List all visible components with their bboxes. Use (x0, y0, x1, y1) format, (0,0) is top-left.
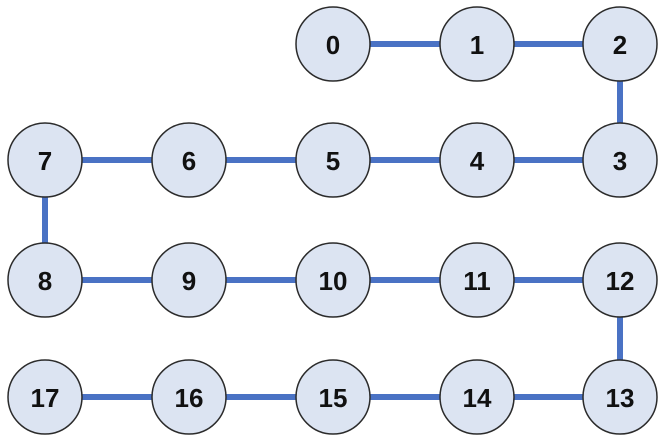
node-10: 10 (295, 242, 371, 318)
node-circle (151, 242, 227, 318)
node-circle (439, 242, 515, 318)
node-label: 0 (326, 30, 340, 60)
node-circle (582, 242, 658, 318)
node-circle (582, 359, 658, 435)
node-2: 2 (582, 6, 658, 82)
node-label: 11 (463, 266, 491, 296)
node-7: 7 (7, 122, 83, 198)
node-label: 1 (470, 30, 484, 60)
node-label: 6 (182, 146, 196, 176)
node-label: 17 (31, 383, 60, 413)
node-label: 7 (38, 146, 52, 176)
edges-layer (42, 41, 623, 400)
node-3: 3 (582, 122, 658, 198)
node-circle (151, 122, 227, 198)
node-circle (295, 122, 371, 198)
node-5: 5 (295, 122, 371, 198)
node-15: 15 (295, 359, 371, 435)
node-circle (295, 6, 371, 82)
node-8: 8 (7, 242, 83, 318)
node-circle (7, 242, 83, 318)
node-17: 17 (7, 359, 83, 435)
node-label: 3 (613, 146, 627, 176)
node-13: 13 (582, 359, 658, 435)
node-label: 8 (38, 266, 52, 296)
node-label: 12 (606, 266, 635, 296)
node-circle (295, 359, 371, 435)
node-label: 13 (606, 383, 635, 413)
node-11: 11 (439, 242, 515, 318)
node-12: 12 (582, 242, 658, 318)
node-label: 16 (175, 383, 204, 413)
node-0: 0 (295, 6, 371, 82)
node-label: 4 (470, 146, 485, 176)
node-circle (439, 122, 515, 198)
node-label: 14 (463, 383, 492, 413)
node-circle (7, 359, 83, 435)
node-label: 15 (319, 383, 348, 413)
node-4: 4 (439, 122, 515, 198)
node-14: 14 (439, 359, 515, 435)
node-circle (295, 242, 371, 318)
node-circle (151, 359, 227, 435)
node-label: 9 (182, 266, 196, 296)
node-label: 2 (613, 30, 627, 60)
node-circle (582, 6, 658, 82)
node-9: 9 (151, 242, 227, 318)
node-6: 6 (151, 122, 227, 198)
node-16: 16 (151, 359, 227, 435)
node-circle (582, 122, 658, 198)
node-circle (439, 6, 515, 82)
node-circle (7, 122, 83, 198)
node-label: 10 (319, 266, 348, 296)
node-circle (439, 359, 515, 435)
node-label: 5 (326, 146, 340, 176)
node-1: 1 (439, 6, 515, 82)
